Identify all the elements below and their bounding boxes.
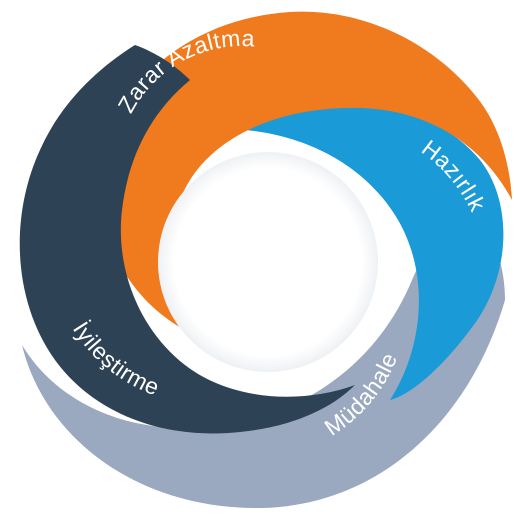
segment-response	[22, 165, 505, 509]
segment-mitigation	[95, 11, 512, 331]
segment-preparedness	[245, 103, 504, 400]
center-hole	[158, 152, 378, 372]
segment-recovery	[19, 45, 356, 434]
